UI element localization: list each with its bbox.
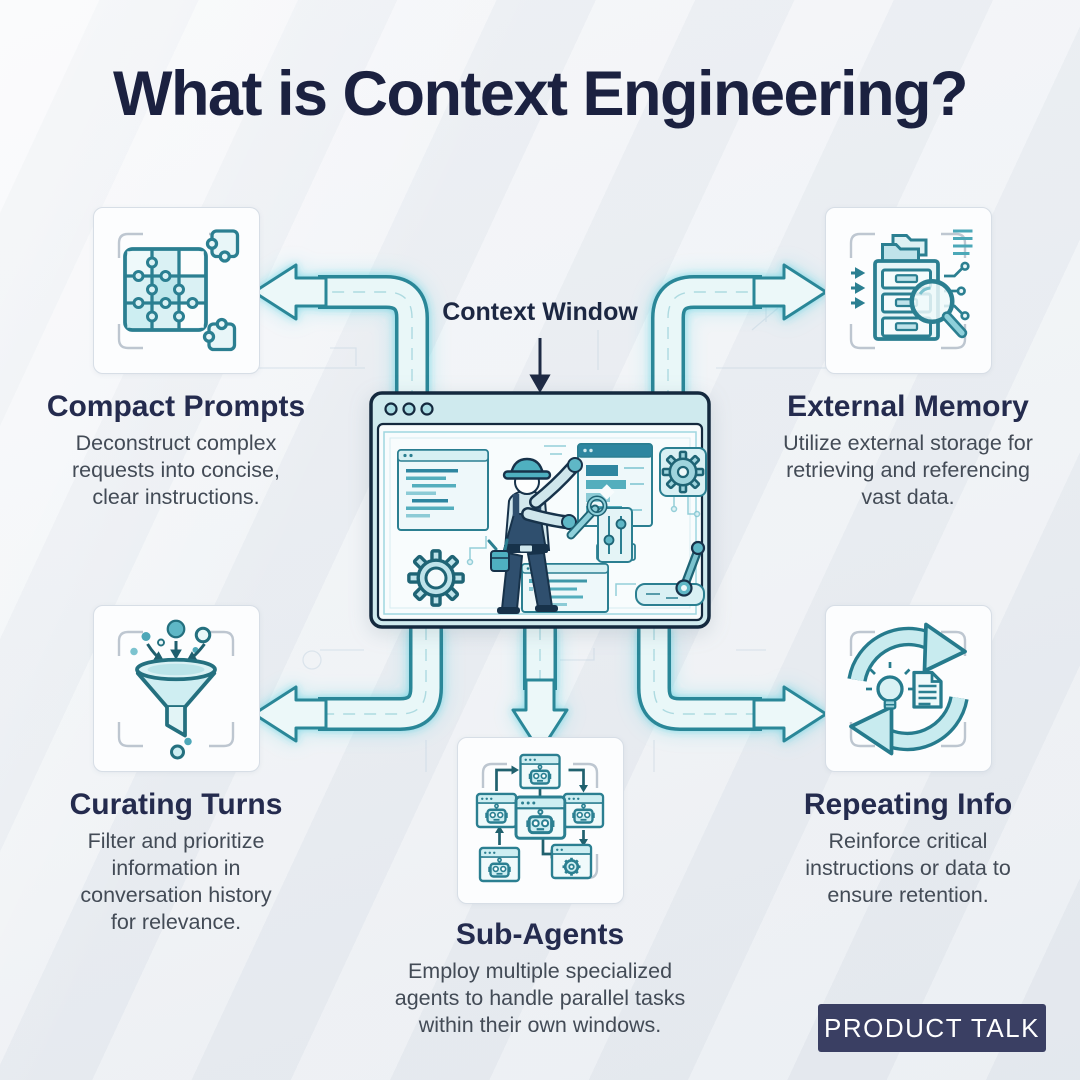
context-window-illustration xyxy=(369,391,711,629)
badge-label: PRODUCT TALK xyxy=(824,1012,1040,1043)
puzzle-icon xyxy=(117,228,240,351)
arrow-to-curating-turns xyxy=(252,685,328,743)
arrow-to-external-memory xyxy=(752,263,828,321)
section-heading: Repeating Info xyxy=(803,788,1013,821)
lightbulb-glyph xyxy=(866,661,914,710)
section-curating-turns: Curating Turns Filter and prioritize inf… xyxy=(20,605,332,936)
arrow-to-sub-agents xyxy=(511,678,569,754)
page-title: What is Context Engineering? xyxy=(112,59,969,129)
context-window-pointer-arrow xyxy=(529,338,551,394)
icon-box-curating-turns xyxy=(92,605,260,772)
icon-box-external-memory xyxy=(824,207,992,374)
gear-window xyxy=(550,843,593,879)
corner-brackets xyxy=(117,630,235,747)
robot-arm xyxy=(635,540,706,606)
icon-box-compact-prompts xyxy=(92,207,260,374)
pipes xyxy=(252,263,828,754)
code-window xyxy=(397,449,489,531)
section-compact-prompts: Compact Prompts Deconstruct complex requ… xyxy=(20,207,332,511)
engineer-figure xyxy=(487,457,615,614)
section-sub-agents: Sub-Agents Employ multiple specialized a… xyxy=(370,737,710,1039)
section-body: Reinforce critical instructions or data … xyxy=(805,829,1011,908)
corner-brackets xyxy=(849,232,967,349)
arrow-to-compact-prompts xyxy=(252,263,328,321)
funnel-icon xyxy=(117,619,235,759)
window-traffic-dots xyxy=(384,402,434,416)
section-heading: Compact Prompts xyxy=(46,390,306,423)
robots-network-icon xyxy=(475,753,605,882)
context-window-label: Context Window xyxy=(442,298,638,326)
archive-search-icon xyxy=(849,229,973,349)
arrow-to-repeating-info xyxy=(752,685,828,743)
section-body: Deconstruct complex requests into concis… xyxy=(72,431,280,510)
gear-panel xyxy=(659,447,707,497)
cycle-icon xyxy=(847,622,969,755)
corner-brackets xyxy=(849,630,967,747)
sliders-panel xyxy=(597,507,633,563)
section-repeating-info: Repeating Info Reinforce critical instru… xyxy=(748,605,1068,909)
section-external-memory: External Memory Utilize external storage… xyxy=(748,207,1068,511)
gear-large xyxy=(407,549,465,607)
section-body: Utilize external storage for retrieving … xyxy=(783,431,1033,510)
section-body: Employ multiple specialized agents to ha… xyxy=(394,959,686,1038)
section-body: Filter and prioritize information in con… xyxy=(80,829,272,935)
section-heading: External Memory xyxy=(787,390,1029,423)
section-heading: Sub-Agents xyxy=(455,918,625,951)
icon-box-repeating-info xyxy=(824,605,992,772)
document-glyph xyxy=(912,670,943,709)
product-talk-badge: PRODUCT TALK xyxy=(818,1004,1046,1052)
icon-box-sub-agents xyxy=(456,737,624,904)
section-heading: Curating Turns xyxy=(69,788,283,821)
